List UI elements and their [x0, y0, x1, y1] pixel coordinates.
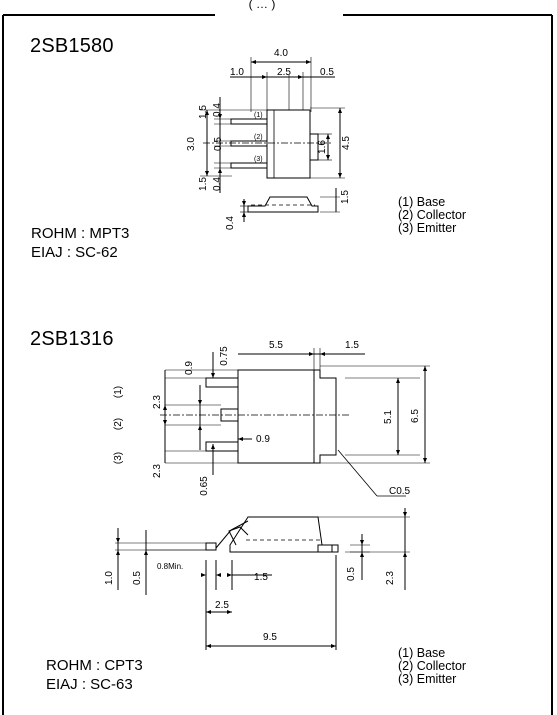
legend-item: (3) Emitter [398, 221, 457, 235]
package-1-codes: ROHM : MPT3 EIAJ : SC-62 [31, 224, 129, 262]
pin-3-label: (3) [254, 156, 263, 163]
legend-item: (1) Base [398, 195, 446, 209]
dim-left-overhang: 1.0 [230, 67, 244, 78]
dim-foot: 2.5 [215, 600, 229, 611]
dim-min: 0.8Min. [157, 562, 183, 571]
rohm-code-1: ROHM : MPT3 [31, 225, 130, 242]
dim-lead-len: 1.5 [254, 572, 268, 583]
dim-tab2: 1.5 [345, 340, 359, 351]
header-fragment: ( … ) [249, 0, 276, 11]
dim-center-lead: 0.5 [213, 137, 224, 151]
dim-lead-top: 0.9 [184, 361, 195, 375]
legend-item: (3) Emitter [398, 672, 457, 686]
dim-height: 1.5 [340, 190, 351, 204]
pkg1-dim-labels: 4.0 1.0 2.5 0.5 1.5 0.4 3.0 0.5 1.5 0.4 … [186, 48, 352, 230]
pkg1-drawing [200, 57, 345, 222]
dim-lead-thk: 0.4 [225, 216, 236, 230]
dim-pitch-top2: 2.3 [152, 395, 163, 409]
rohm-code-2: ROHM : CPT3 [46, 657, 143, 674]
pkg1-pin-labels: (1) (2) (3) [254, 112, 263, 163]
dim-total: 9.5 [263, 632, 277, 643]
pin-legend-2: (1) Base (2) Collector (3) Emitter [398, 647, 466, 686]
pin-2-label-2: (2) [113, 418, 124, 430]
dim-pitch-bottom: 1.5 [198, 177, 209, 191]
dim-center: 2.5 [277, 67, 291, 78]
pkg1-arrows [205, 60, 342, 217]
pin-2-label: (2) [254, 134, 263, 141]
dim-lead-w-top: 0.4 [212, 103, 223, 117]
package-title-2: 2SB1316 [30, 328, 114, 350]
legend-item: (1) Base [398, 646, 446, 660]
eiaj-code-2: EIAJ : SC-63 [46, 676, 133, 693]
pkg2-drawing [115, 348, 430, 650]
pkg2-dim-labels: 5.5 1.5 0.9 0.75 2.3 0.9 2.3 0.65 5.1 6.… [104, 340, 421, 643]
dim-body-len: 4.5 [341, 136, 352, 150]
pkg2-arrows [116, 352, 427, 648]
pin-3-label-2: (3) [113, 452, 124, 464]
dim-gap-top: 0.75 [219, 346, 230, 366]
eiaj-code-1: EIAJ : SC-62 [31, 244, 118, 261]
dim-lead-w-bottom: 0.4 [212, 177, 223, 191]
dim-lead-width: 0.9 [256, 434, 270, 445]
dim-side-2: 0.5 [132, 571, 143, 585]
dim-chamfer: C0.5 [389, 486, 411, 497]
dim-inner: 5.1 [383, 410, 394, 424]
pkg2-pin-labels: (1) (2) (3) [113, 386, 124, 464]
dim-body: 5.5 [269, 340, 283, 351]
legend-item: (2) Collector [398, 208, 467, 222]
package-title-1: 2SB1580 [30, 35, 114, 57]
dim-outer: 6.5 [410, 409, 421, 423]
legend-item: (2) Collector [398, 659, 467, 673]
dim-pitch-bottom2: 2.3 [152, 464, 163, 478]
pin-1-label-2: (1) [113, 386, 124, 398]
dim-top-width: 4.0 [274, 48, 288, 59]
dim-side-1: 1.0 [104, 571, 115, 585]
dim-tab: 1.6 [317, 140, 328, 154]
dim-lead-bottom: 0.65 [199, 476, 210, 496]
dim-right-1: 0.5 [346, 567, 357, 581]
dim-right-overhang: 0.5 [320, 67, 334, 78]
dim-pitch-top: 1.5 [198, 105, 209, 119]
dim-span: 3.0 [186, 137, 197, 151]
pin-1-label: (1) [254, 112, 263, 119]
dim-right-2: 2.3 [385, 571, 396, 585]
pin-legend-1: (1) Base (2) Collector (3) Emitter [398, 196, 466, 235]
package-2-codes: ROHM : CPT3 EIAJ : SC-63 [46, 656, 143, 694]
